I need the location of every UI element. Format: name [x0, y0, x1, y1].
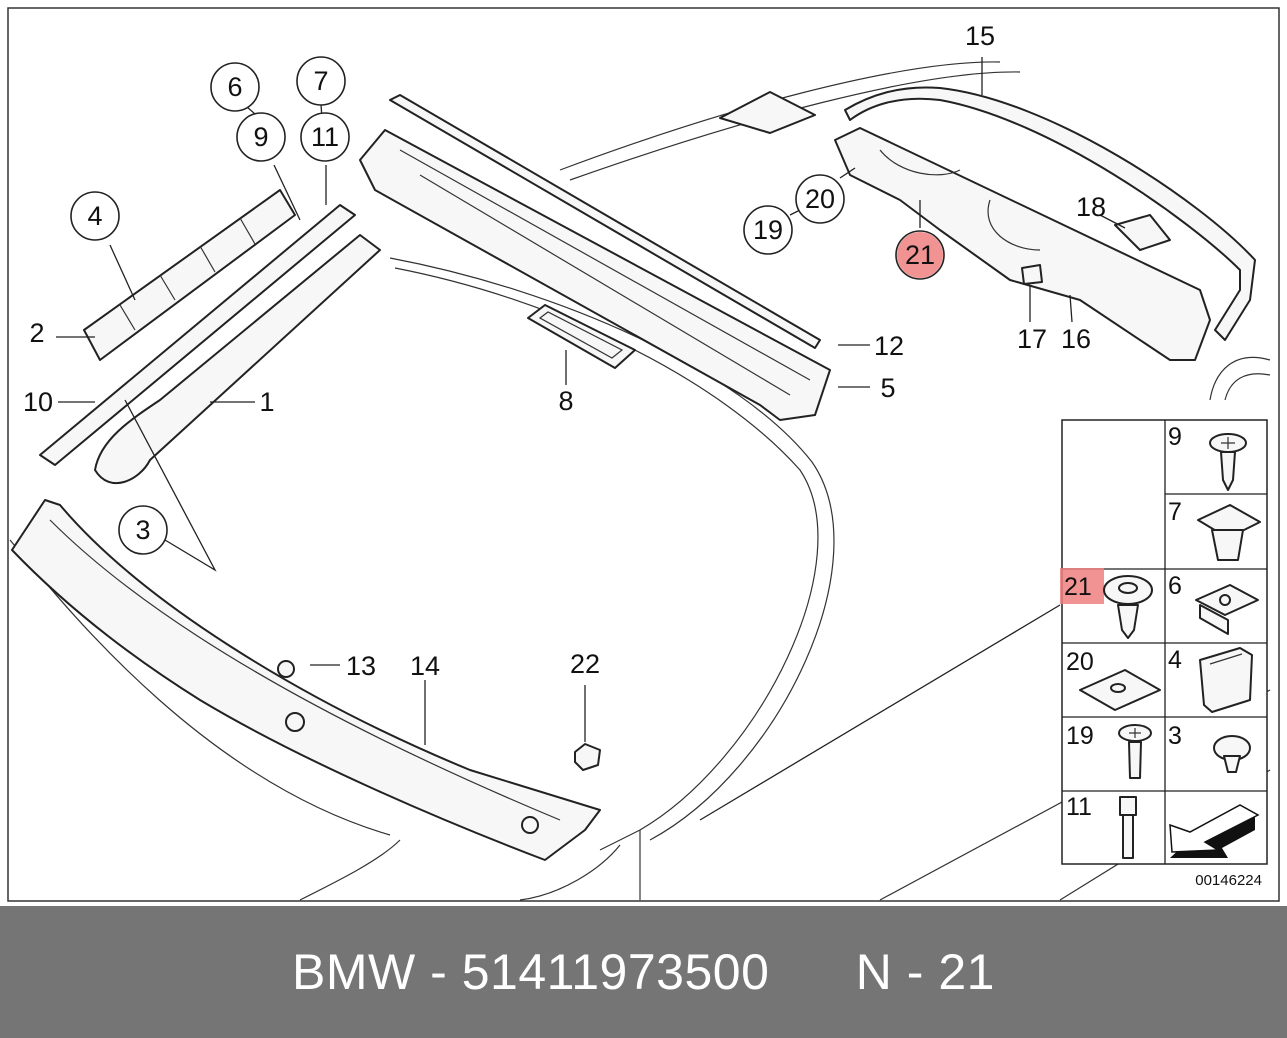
parts-diagram: 6 7 9 11 4 2 10 1 3 8 12 5 15 18 20 19 2…: [7, 7, 1280, 902]
label-9: 9: [253, 122, 268, 152]
callout-circle-9: [236, 112, 286, 162]
legend-label-19: 19: [1066, 722, 1094, 750]
hex-socket-screw-icon: [1119, 796, 1137, 859]
callout-circle-4: [70, 191, 120, 241]
label-4: 4: [87, 201, 102, 231]
brand-name: BMW: [292, 944, 416, 1000]
label-1: 1: [259, 387, 274, 417]
push-clip-icon: [1213, 735, 1251, 773]
label-10: 10: [23, 387, 53, 417]
catalog-number: 00146224: [1195, 872, 1262, 889]
cover-part-1: [94, 234, 381, 485]
label-16: 16: [1061, 324, 1091, 354]
label-3: 3: [135, 515, 150, 545]
label-21: 21: [905, 240, 935, 270]
label-20: 20: [805, 184, 835, 214]
clip-nut-icon: [1197, 504, 1261, 561]
cap-part-22: [574, 743, 601, 771]
part-17: [1021, 264, 1043, 285]
trim-strip-part-10: [39, 204, 356, 466]
callout-circle-11: [300, 112, 350, 162]
legend-label-6: 6: [1168, 572, 1182, 600]
label-15: 15: [965, 21, 995, 51]
part-vent: [719, 91, 816, 134]
callout-numbers: 6 7 9 11 4 2 10 1 3 8 12 5 15 18 20 19 2…: [23, 21, 1106, 681]
position-prefix: N: [855, 944, 893, 1000]
label-17: 17: [1017, 324, 1047, 354]
spring-nut-icon: [1195, 584, 1259, 635]
part-18: [1114, 214, 1171, 251]
legend-label-9: 9: [1168, 423, 1182, 451]
label-12: 12: [874, 331, 904, 361]
highlight-21-diagram: [897, 232, 943, 278]
legend-label-20: 20: [1066, 648, 1094, 676]
label-11: 11: [311, 122, 339, 152]
label-8: 8: [558, 386, 573, 416]
position-separator: -: [906, 944, 924, 1000]
seal-part-15: [844, 86, 1256, 341]
callout-circle-19: [743, 205, 793, 255]
legend-label-7: 7: [1168, 498, 1182, 526]
legend-label-3: 3: [1168, 722, 1182, 750]
u-nut-icon: [1079, 669, 1161, 711]
expanding-rivet-icon: [1103, 575, 1153, 639]
grommet-icon: [1199, 647, 1253, 713]
callout-circles: [70, 56, 945, 555]
footer-bar: BMW - 51411973500 N - 21: [0, 906, 1287, 1038]
highlight-21-legend: [1060, 568, 1104, 604]
label-7: 7: [313, 66, 328, 96]
callout-circle-20: [795, 174, 845, 224]
washer-screw-icon: [1118, 724, 1152, 779]
footer-caption: BMW - 51411973500 N - 21: [0, 906, 1287, 1038]
legend-label-21: 21: [1064, 573, 1092, 601]
screw-icon: [1209, 433, 1247, 491]
label-13: 13: [346, 651, 376, 681]
leader-lines: [56, 57, 1126, 821]
cover-part-8: [527, 304, 636, 369]
callout-circle-3: [118, 505, 168, 555]
label-5: 5: [880, 373, 895, 403]
legend-label-11: 11: [1066, 793, 1092, 821]
legend-label-4: 4: [1168, 646, 1182, 674]
channel-part-5: [359, 94, 831, 421]
label-18: 18: [1076, 192, 1106, 222]
position-number: 21: [938, 944, 995, 1000]
trim-part-16: [834, 127, 1211, 361]
seal-strip-part-2: [83, 189, 296, 361]
brand-separator: -: [430, 944, 448, 1000]
part-number: 51411973500: [461, 944, 770, 1000]
label-22: 22: [570, 649, 600, 679]
cowl-panel-part-14: [11, 499, 601, 861]
label-14: 14: [410, 651, 440, 681]
label-2: 2: [29, 318, 44, 348]
label-6: 6: [227, 72, 242, 102]
fastener-legend: 9 7 21 6 20 4: [1060, 419, 1268, 889]
direction-arrow-icon: [1169, 804, 1260, 858]
callout-circle-6: [210, 62, 260, 112]
callout-circle-7: [296, 56, 346, 106]
label-19: 19: [753, 215, 783, 245]
